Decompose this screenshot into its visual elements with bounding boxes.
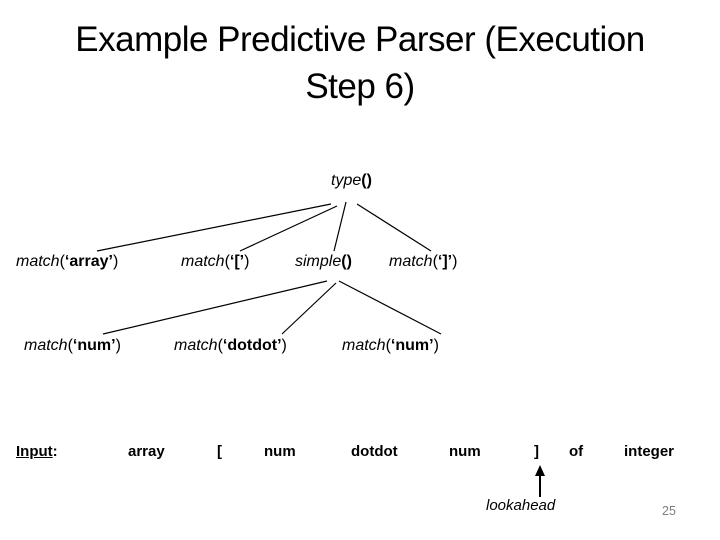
node-arg: ‘array’ <box>64 253 113 270</box>
input-token-rbracket: ] <box>534 443 539 460</box>
node-parens: () <box>361 172 372 189</box>
node-paren-close: ) <box>115 337 121 354</box>
node-arg: ‘num’ <box>72 337 116 354</box>
node-fn: match <box>389 253 433 270</box>
lookahead-up-arrow-icon <box>535 465 545 497</box>
node-paren-close: ) <box>244 253 250 270</box>
tree-node-simple: simple() <box>295 252 352 271</box>
page-number: 25 <box>662 504 676 518</box>
node-paren-close: ) <box>452 253 458 270</box>
input-token-lbracket: [ <box>217 443 222 460</box>
node-fn: match <box>181 253 225 270</box>
input-token-num-1: num <box>264 443 296 460</box>
tree-node-match-num-2: match(‘num’) <box>342 336 439 355</box>
node-paren-close: ) <box>281 337 287 354</box>
slide-title: Example Predictive Parser (Execution Ste… <box>0 16 720 110</box>
node-fn: type <box>331 172 362 189</box>
node-paren-open: ( <box>217 337 223 354</box>
node-paren-close: ) <box>433 337 439 354</box>
tree-edge-type-simple <box>333 201 347 252</box>
input-label-colon: : <box>52 443 58 460</box>
node-fn: match <box>174 337 218 354</box>
tree-edge-type-array <box>96 203 332 252</box>
lookahead-label: lookahead <box>486 497 556 514</box>
tree-node-match-lbracket: match(‘[’) <box>181 252 249 271</box>
input-token-num-2: num <box>449 443 481 460</box>
tree-node-match-num-1: match(‘num’) <box>24 336 121 355</box>
node-arg: ‘[’ <box>229 253 245 270</box>
input-label-text: Input <box>16 443 53 460</box>
tree-node-match-dotdot: match(‘dotdot’) <box>174 336 287 355</box>
node-paren-open: ( <box>385 337 391 354</box>
node-arg: ‘]’ <box>437 253 453 270</box>
node-paren-open: ( <box>432 253 438 270</box>
input-label: Input: <box>16 442 58 461</box>
tree-edge-simple-num2 <box>338 280 442 335</box>
tree-node-match-array: match(‘array’) <box>16 252 118 271</box>
node-fn: simple <box>295 253 342 270</box>
node-paren-open: ( <box>67 337 73 354</box>
tree-node-type: type() <box>331 171 372 190</box>
node-fn: match <box>16 253 60 270</box>
tree-node-match-rbracket: match(‘]’) <box>389 252 457 271</box>
input-token-array: array <box>128 443 165 460</box>
node-paren-open: ( <box>224 253 230 270</box>
tree-edge-simple-dotdot <box>281 282 337 335</box>
tree-edge-simple-num1 <box>102 280 328 335</box>
tree-edge-type-rbracket <box>356 203 432 252</box>
node-fn: match <box>342 337 386 354</box>
tree-edge-type-lbracket <box>239 205 338 252</box>
node-paren-close: ) <box>112 253 119 270</box>
slide-title-line2: Step 6) <box>305 67 415 106</box>
input-token-of: of <box>569 443 584 460</box>
node-paren-open: ( <box>59 253 65 270</box>
node-arg: ‘num’ <box>390 337 434 354</box>
node-fn: match <box>24 337 68 354</box>
slide-title-line1: Example Predictive Parser (Execution <box>75 20 645 59</box>
input-token-dotdot: dotdot <box>351 443 398 460</box>
node-parens: () <box>341 253 352 270</box>
input-token-integer: integer <box>624 443 675 460</box>
node-arg: ‘dotdot’ <box>222 337 282 354</box>
